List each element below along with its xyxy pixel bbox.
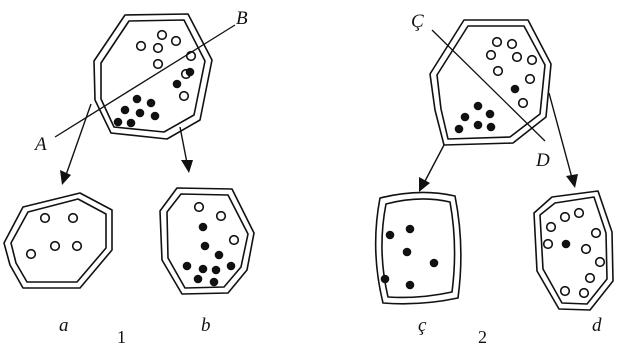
hollow-particle (592, 229, 601, 238)
solid-particle (121, 106, 129, 114)
cell-a-particles (27, 214, 82, 259)
cut-label-a: A (33, 134, 47, 155)
solid-particle (381, 275, 389, 283)
figure-number-2: 2 (478, 327, 487, 347)
solid-particle (455, 125, 463, 133)
solid-particle (212, 266, 220, 274)
solid-particle (199, 223, 207, 231)
figure-number-1: 1 (117, 327, 126, 347)
cell-a-inner-wall (11, 199, 106, 282)
hollow-particle (596, 258, 605, 267)
daughter-cell-d (534, 191, 613, 310)
cell-a-outer-wall (4, 193, 112, 288)
hollow-particle (172, 37, 181, 46)
cell-label-d: d (592, 315, 602, 336)
hollow-particle (513, 53, 522, 62)
solid-particle (133, 95, 141, 103)
solid-particle (406, 281, 414, 289)
solid-particle (215, 251, 223, 259)
cell-c-cedilla-inner-wall (382, 199, 455, 298)
hollow-particle (544, 240, 553, 249)
solid-particle (461, 113, 469, 121)
cut-label-d: D (535, 150, 550, 171)
solid-particle (227, 262, 235, 270)
hollow-particle (494, 67, 503, 76)
solid-particle (386, 231, 394, 239)
solid-particle (151, 112, 159, 120)
hollow-particle (547, 223, 556, 232)
daughter-cell-b (160, 188, 254, 294)
solid-particle (487, 123, 495, 131)
cell-label-a: a (59, 315, 69, 336)
solid-particle (173, 80, 181, 88)
solid-particle (136, 109, 144, 117)
solid-particle (474, 121, 482, 129)
solid-particle (147, 99, 155, 107)
cut-label-c-cedilla: Ç (411, 11, 424, 32)
daughter-cell-c-cedilla (376, 192, 461, 303)
cell-d-particles (544, 209, 605, 298)
cell-c-cedilla-outer-wall (376, 192, 461, 303)
solid-particle (511, 85, 519, 93)
figure-2: Ç D (376, 11, 613, 347)
hollow-particle (154, 60, 163, 69)
solid-particle (430, 259, 438, 267)
hollow-particle (561, 287, 570, 296)
cell-b-particles (183, 203, 238, 286)
arrow-to-cell-b (180, 127, 193, 173)
hollow-particle (69, 214, 78, 223)
cell-label-c-cedilla: ç (418, 315, 427, 336)
hollow-particle (230, 236, 239, 245)
solid-particle (183, 262, 191, 270)
hollow-particle (575, 209, 584, 218)
hollow-particle (180, 92, 189, 101)
hollow-particle (586, 274, 595, 283)
cell-c-cedilla-particles (381, 225, 438, 289)
parent-cell-2-particles (455, 38, 536, 133)
hollow-particle (487, 51, 496, 60)
solid-particle (201, 242, 209, 250)
solid-particle (114, 118, 122, 126)
solid-particle (186, 68, 194, 76)
hollow-particle (137, 42, 146, 51)
hollow-particle (158, 31, 167, 40)
hollow-particle (73, 242, 82, 251)
solid-particle (406, 225, 414, 233)
hollow-particle (195, 203, 204, 212)
cell-label-b: b (201, 315, 211, 336)
hollow-particle (528, 56, 537, 65)
hollow-particle (526, 75, 535, 84)
cut-label-b: B (236, 8, 248, 29)
daughter-cell-a (4, 193, 112, 288)
solid-particle (199, 265, 207, 273)
solid-particle (474, 102, 482, 110)
solid-particle (127, 119, 135, 127)
hollow-particle (41, 214, 50, 223)
hollow-particle (519, 99, 528, 108)
solid-particle (210, 278, 218, 286)
hollow-particle (217, 212, 226, 221)
cell-d-outer-wall (534, 191, 613, 310)
solid-particle (562, 240, 570, 248)
figure-1: B A (4, 8, 254, 347)
cell-d-inner-wall (540, 197, 607, 304)
arrow-to-cell-d (549, 93, 578, 188)
parent-cell-particles (114, 31, 195, 127)
figure-2-parent-cell (430, 20, 551, 145)
hollow-particle (27, 250, 36, 259)
hollow-particle (51, 242, 60, 251)
solid-particle (194, 275, 202, 283)
solid-particle (486, 110, 494, 118)
hollow-particle (154, 44, 163, 53)
arrow-to-cell-a (60, 104, 91, 185)
hollow-particle (561, 213, 570, 222)
arrow-to-cell-c-cedilla (419, 145, 444, 192)
solid-particle (403, 248, 411, 256)
hollow-particle (508, 40, 517, 49)
hollow-particle (582, 245, 591, 254)
hollow-particle (580, 289, 589, 298)
hollow-particle (493, 38, 502, 47)
